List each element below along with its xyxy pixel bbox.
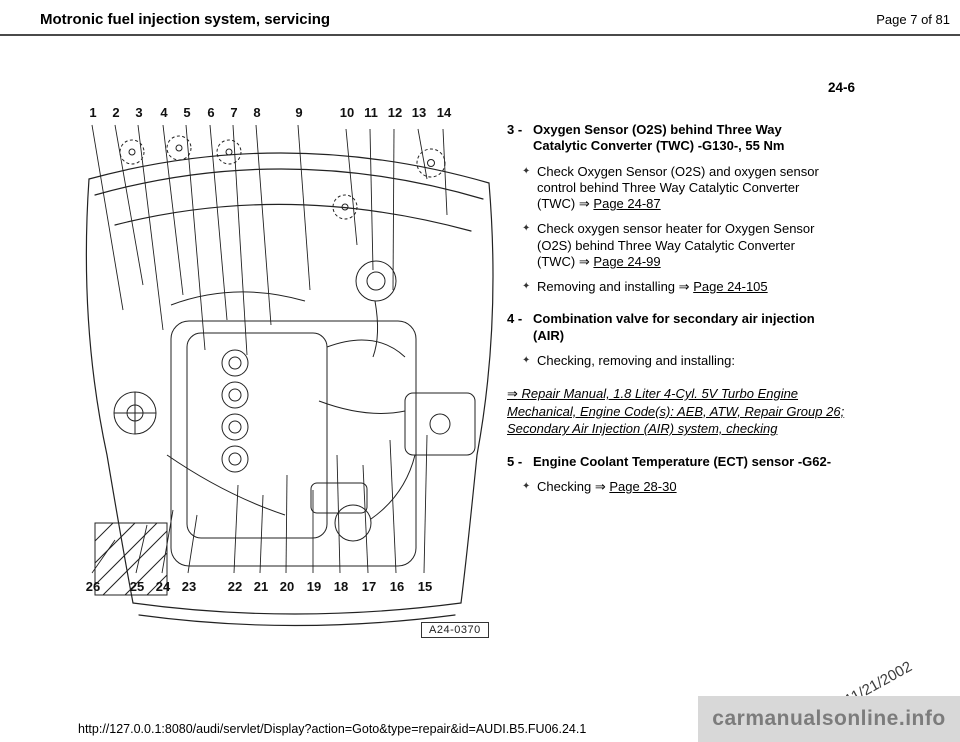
- page-link[interactable]: Page 24-87: [593, 196, 661, 211]
- watermark: carmanualsonline.info: [698, 696, 960, 742]
- bullet-row: ✦ Checking ⇒ Page 28-30: [522, 479, 893, 495]
- item-title: Combination valve for secondary air inje…: [533, 311, 815, 343]
- diagram-callout-label: 22: [227, 579, 243, 594]
- diagram-callout-label: 20: [279, 579, 295, 594]
- diagram-callout-label: 15: [417, 579, 433, 594]
- content-list: 3 - Oxygen Sensor (O2S) behind Three Way…: [507, 122, 893, 504]
- item-title: Engine Coolant Temperature (ECT) sensor …: [533, 453, 832, 469]
- diagram-callout-label: 10: [339, 105, 355, 120]
- diagram-callout-label: 7: [230, 105, 238, 120]
- diagram-callout-label: 3: [135, 105, 143, 120]
- diagram-callout-label: 17: [361, 579, 377, 594]
- diagram-callout-label: 12: [387, 105, 403, 120]
- diagram-callout-label: 16: [389, 579, 405, 594]
- engine-diagram: 1 2 3 4 5 6 7 8 9 10 11 12 13 14 26 25 2…: [75, 95, 505, 650]
- page-link[interactable]: Page 24-99: [593, 253, 661, 269]
- item-title: Oxygen Sensor (O2S) behind Three Way Cat…: [533, 122, 785, 154]
- diamond-bullet-icon: ✦: [522, 165, 531, 177]
- figure-code-label: A24-0370: [421, 622, 489, 638]
- diamond-bullet-icon: ✦: [522, 281, 531, 292]
- diagram-callout-label: 14: [436, 105, 452, 120]
- list-item: 4 - Combination valve for secondary air …: [507, 311, 893, 437]
- diagram-callout-label: 1: [89, 105, 97, 120]
- diagram-callout-label: 25: [129, 579, 145, 594]
- page-link[interactable]: Page 28-30: [609, 478, 677, 494]
- bullet-text: Checking, removing and installing:: [537, 352, 735, 368]
- arrow-icon: ⇒: [678, 279, 690, 294]
- diagram-callout-label: 4: [160, 105, 168, 120]
- bullet-row: ✦ Removing and installing ⇒ Page 24-105: [522, 279, 893, 295]
- diagram-callout-label: 5: [183, 105, 191, 120]
- diagram-callout-label: 6: [207, 105, 215, 120]
- watermark-text: carmanualsonline.info: [712, 707, 946, 730]
- manual-page-number: 24-6: [827, 80, 855, 95]
- diamond-bullet-icon: ✦: [522, 354, 531, 366]
- item-number: 4 -: [507, 311, 523, 327]
- diagram-callout-label: 13: [411, 105, 427, 120]
- diamond-bullet-icon: ✦: [522, 480, 531, 492]
- repair-manual-link[interactable]: ⇒ Repair Manual, 1.8 Liter 4-Cyl. 5V Tur…: [507, 386, 845, 437]
- engine-diagram-art: [85, 124, 494, 627]
- footer-url: http://127.0.0.1:8080/audi/servlet/Displ…: [78, 722, 587, 736]
- list-item: 3 - Oxygen Sensor (O2S) behind Three Way…: [507, 122, 893, 295]
- page-indicator: Page 7 of 81: [876, 12, 950, 27]
- bullet-text: Check Oxygen Sensor (O2S) and oxygen sen…: [537, 163, 819, 212]
- diagram-callout-label: 23: [181, 579, 197, 594]
- bullet-text: Checking ⇒ Page 28-30: [537, 478, 677, 494]
- diamond-bullet-icon: ✦: [522, 223, 531, 235]
- arrow-icon: ⇒: [507, 386, 518, 401]
- diagram-callout-label: 11: [364, 105, 378, 120]
- diagram-callout-label: 8: [253, 105, 261, 120]
- item-number: 5 -: [507, 453, 523, 469]
- diagram-callout-label: 9: [295, 105, 303, 120]
- page-link[interactable]: Page 24-105: [693, 279, 768, 294]
- arrow-icon: ⇒: [578, 196, 590, 211]
- bullet-row: ✦ Check Oxygen Sensor (O2S) and oxygen s…: [522, 164, 893, 213]
- arrow-icon: ⇒: [578, 253, 590, 269]
- diagram-callout-label: 2: [112, 105, 120, 120]
- list-item: 5 - Engine Coolant Temperature (ECT) sen…: [507, 454, 893, 496]
- diagram-callout-label: 21: [253, 579, 269, 594]
- bullet-text: Check oxygen sensor heater for Oxygen Se…: [537, 221, 815, 269]
- diagram-callout-label: 24: [155, 579, 171, 594]
- item-number: 3 -: [507, 122, 523, 137]
- diagram-callout-label: 26: [85, 579, 101, 594]
- diagram-callout-label: 19: [306, 579, 322, 594]
- arrow-icon: ⇒: [594, 478, 606, 494]
- bullet-row: ✦ Check oxygen sensor heater for Oxygen …: [522, 221, 893, 270]
- page-title: Motronic fuel injection system, servicin…: [40, 11, 331, 28]
- bullet-row: ✦ Checking, removing and installing:: [522, 353, 893, 369]
- header-divider: [0, 34, 960, 36]
- diagram-callout-label: 18: [333, 579, 349, 594]
- bullet-text: Removing and installing ⇒ Page 24-105: [537, 279, 768, 294]
